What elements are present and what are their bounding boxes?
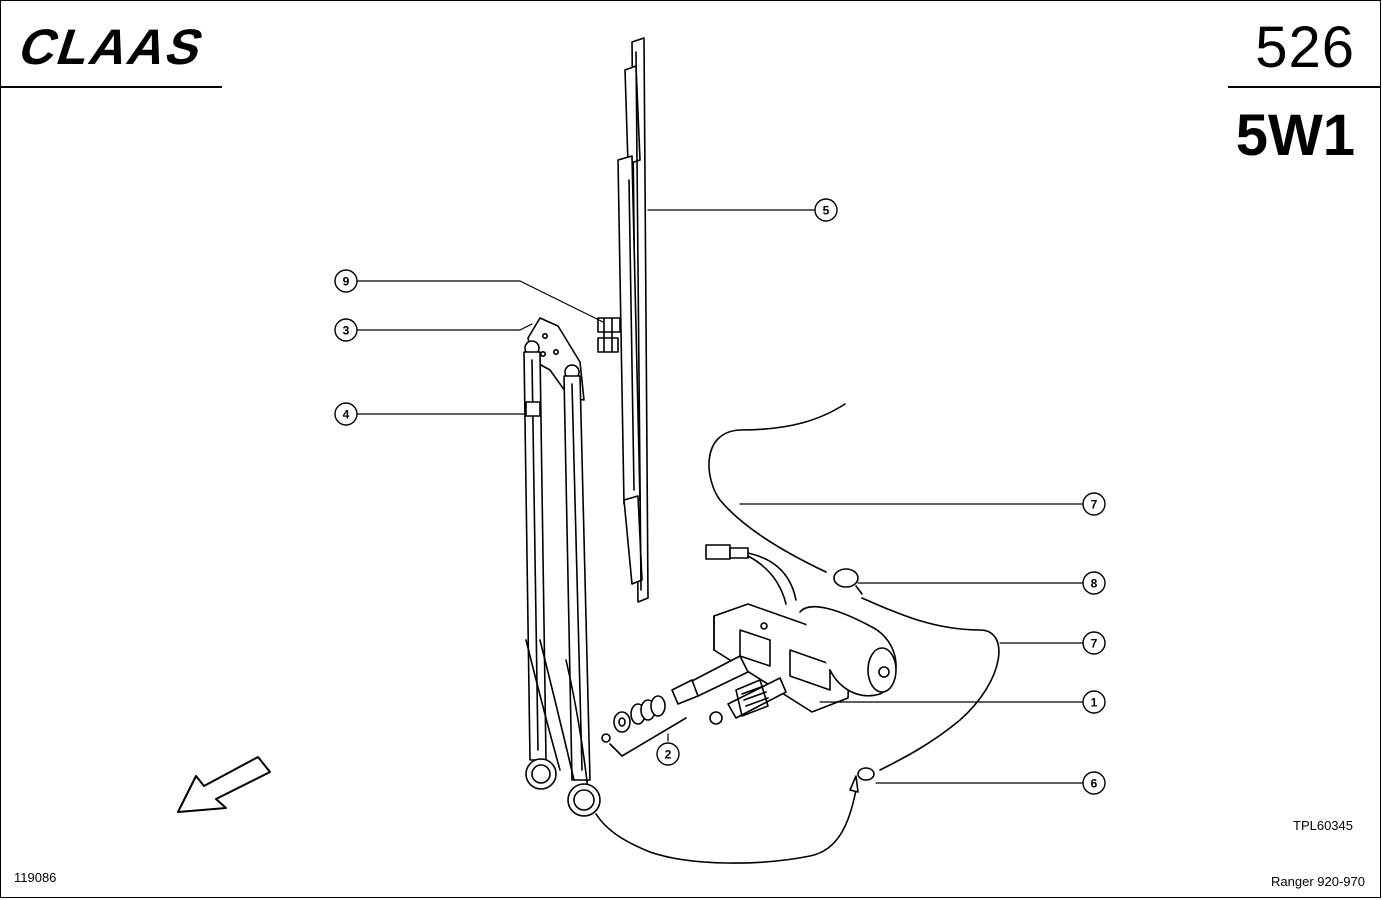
washer-nozzle xyxy=(849,767,875,793)
document-number: 119086 xyxy=(14,870,57,885)
svg-text:4: 4 xyxy=(343,408,350,422)
claas-logo: CLAAS xyxy=(12,19,212,75)
callout-7-upper: 7 xyxy=(1082,492,1106,516)
callout-6: 6 xyxy=(1082,771,1106,795)
brand-logo: CLAAS xyxy=(12,19,234,77)
brand-text: CLAAS xyxy=(14,20,212,72)
svg-text:5: 5 xyxy=(823,204,830,218)
callout-5: 5 xyxy=(814,198,838,222)
callout-4: 4 xyxy=(334,402,358,426)
svg-text:7: 7 xyxy=(1091,498,1098,512)
callout-8: 8 xyxy=(1082,571,1106,595)
svg-text:1: 1 xyxy=(1091,696,1098,710)
seal-kit xyxy=(601,695,687,757)
washer-hose xyxy=(595,403,1000,864)
callout-1: 1 xyxy=(1082,690,1106,714)
page-number: 526 xyxy=(1255,15,1355,80)
callouts: 5 9 3 4 7 8 7 1 2 6 xyxy=(334,198,1106,795)
wiper-blade xyxy=(617,37,649,603)
forward-direction-arrow-icon xyxy=(177,756,271,813)
section-code: 5W1 xyxy=(1235,103,1355,168)
wiper-motor xyxy=(671,603,897,725)
svg-text:8: 8 xyxy=(1091,577,1098,591)
svg-text:7: 7 xyxy=(1091,637,1098,651)
svg-text:2: 2 xyxy=(665,748,672,762)
leader-lines xyxy=(355,209,1084,784)
brand-underline xyxy=(0,86,222,88)
electrical-connector xyxy=(705,544,797,605)
page-number-rule xyxy=(1228,86,1381,88)
check-valve xyxy=(833,568,863,595)
callout-7-lower: 7 xyxy=(1082,631,1106,655)
callout-9: 9 xyxy=(334,269,358,293)
svg-text:6: 6 xyxy=(1091,777,1098,791)
svg-text:3: 3 xyxy=(343,324,350,338)
model-range: Ranger 920-970 xyxy=(1271,874,1365,889)
image-code: TPL60345 xyxy=(1293,818,1353,833)
callout-3: 3 xyxy=(334,318,358,342)
wiper-arms xyxy=(523,351,601,817)
callout-2: 2 xyxy=(656,742,680,766)
svg-text:9: 9 xyxy=(343,275,350,289)
blade-clip xyxy=(597,317,621,353)
